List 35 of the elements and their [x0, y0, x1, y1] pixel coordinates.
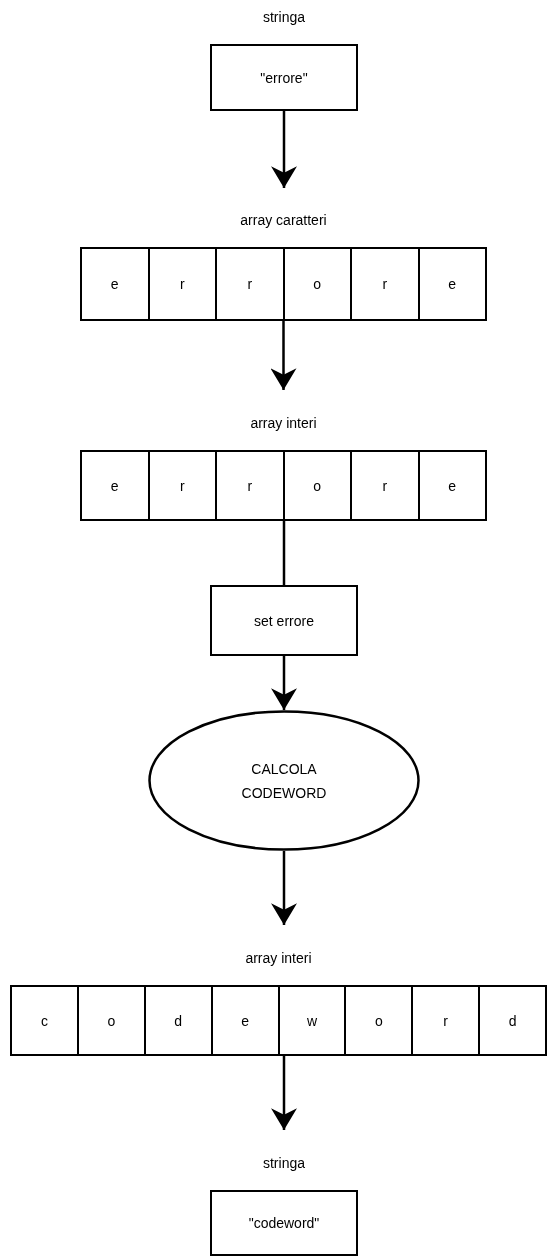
value-box: "codeword" [210, 1190, 358, 1256]
data-type-label: stringa [263, 9, 305, 25]
connector-line [282, 521, 286, 585]
arrow [271, 656, 297, 710]
array-cell: r [350, 450, 420, 521]
array-cell: e [417, 247, 487, 321]
array-cell: d [478, 985, 547, 1056]
process-label: CALCOLA CODEWORD [240, 759, 328, 803]
data-type-label: array caratteri [240, 212, 327, 228]
array-cell: r [215, 450, 285, 521]
data-type-label: array interi [250, 415, 317, 431]
array-cell: e [417, 450, 487, 521]
array-cell: r [215, 247, 285, 321]
array-cell: e [80, 247, 150, 321]
array-cell: r [147, 247, 217, 321]
value-box: "errore" [210, 44, 358, 111]
array-cell: o [282, 247, 352, 321]
array-cell: r [147, 450, 217, 521]
data-type-label: array interi [245, 950, 312, 966]
array-cell: w [277, 985, 347, 1056]
array-cell: e [80, 450, 150, 521]
array-cell: e [210, 985, 280, 1056]
array-cell: o [76, 985, 146, 1056]
array-cell: r [411, 985, 481, 1056]
data-type-label: stringa [263, 1155, 305, 1171]
array-cell: r [350, 247, 420, 321]
process-box: set errore [210, 585, 358, 656]
arrow [270, 321, 297, 390]
array-cell: c [10, 985, 79, 1056]
array-cell: d [143, 985, 213, 1056]
array-cell: o [344, 985, 414, 1056]
arrow [271, 1056, 297, 1130]
arrow [271, 111, 297, 188]
array-cell: o [282, 450, 352, 521]
arrow [271, 851, 297, 925]
